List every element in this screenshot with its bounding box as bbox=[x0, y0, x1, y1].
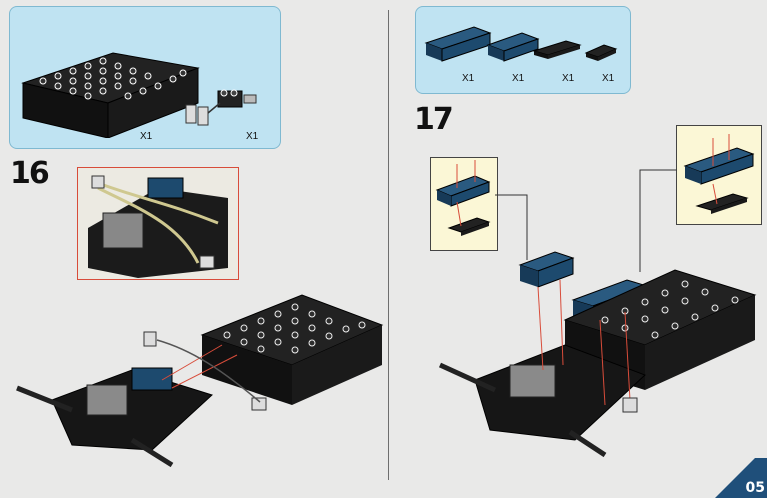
step17-callout-left bbox=[430, 157, 498, 251]
page-number: 05 bbox=[745, 480, 765, 496]
black-small-plate-illustration bbox=[584, 44, 618, 61]
wiring-detail-illustration bbox=[78, 168, 238, 279]
blue-brick-illustration bbox=[486, 32, 540, 62]
part-qty: X1 bbox=[512, 73, 525, 84]
step17-callout-right bbox=[676, 125, 762, 225]
part-qty: X1 bbox=[602, 73, 615, 84]
sub-assembly-illustration bbox=[683, 134, 755, 214]
part-qty: X1 bbox=[140, 131, 153, 142]
step16-number: 16 bbox=[10, 156, 50, 191]
sub-assembly-illustration bbox=[435, 160, 491, 236]
brick-box-illustration bbox=[21, 52, 200, 138]
part-qty: X1 bbox=[462, 73, 475, 84]
part-qty: X1 bbox=[562, 73, 575, 84]
step16-detail-callout bbox=[77, 167, 239, 280]
step17-model-illustration bbox=[438, 169, 757, 458]
connector-assembly-illustration bbox=[185, 89, 257, 126]
step16-parts-box: X1 X1 bbox=[9, 6, 281, 149]
black-plate-illustration bbox=[532, 40, 582, 59]
part-qty: X1 bbox=[246, 131, 259, 142]
page-divider bbox=[388, 10, 389, 480]
step17-parts-box: X1 X1 X1 X1 bbox=[415, 6, 631, 94]
blue-technic-brick-illustration bbox=[424, 26, 492, 62]
step16-model-illustration bbox=[16, 294, 384, 468]
page-badge bbox=[715, 458, 767, 498]
step17-number: 17 bbox=[414, 102, 454, 137]
